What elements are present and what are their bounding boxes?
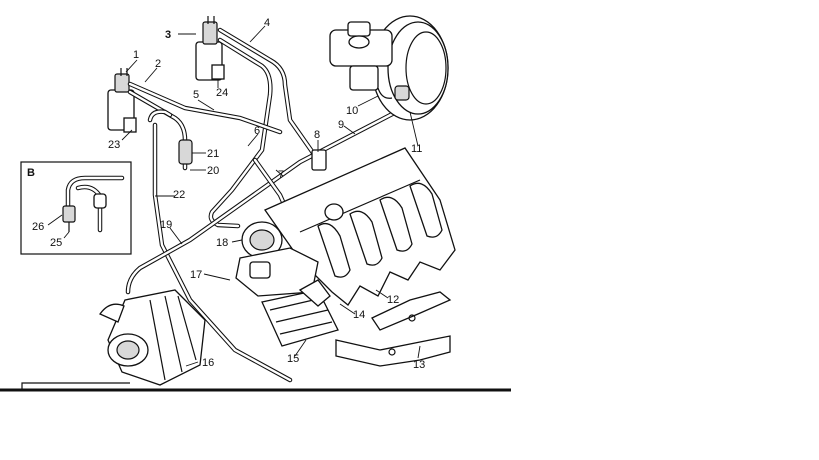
filter-21 <box>178 139 193 165</box>
exhaust-pipe <box>335 291 452 367</box>
callout-17: 17 <box>190 269 202 281</box>
callout-8: 8 <box>314 129 320 141</box>
vacuum-hoses <box>125 27 403 383</box>
connector-8 <box>311 149 327 171</box>
callout-3: 3 <box>165 29 171 41</box>
callout-25: 25 <box>50 237 62 249</box>
callout-10: 10 <box>346 105 358 117</box>
callout-24: 24 <box>216 87 228 99</box>
callout-14: 14 <box>353 309 365 321</box>
vacuum-pump <box>99 289 206 386</box>
partial-box <box>21 382 130 390</box>
brake-booster <box>329 15 449 121</box>
callout-26: 26 <box>32 221 44 233</box>
callout-5: 5 <box>193 89 199 101</box>
callout-18: 18 <box>216 237 228 249</box>
callout-21: 21 <box>207 148 219 160</box>
egr-cooler <box>261 279 339 347</box>
callout-7: 7 <box>278 169 284 181</box>
callout-13: 13 <box>413 359 425 371</box>
egr-valve <box>235 221 319 297</box>
callout-12: 12 <box>387 294 399 306</box>
callout-4: 4 <box>264 17 270 29</box>
callout-9: 9 <box>338 119 344 131</box>
callout-22: 22 <box>173 189 185 201</box>
callout-2: 2 <box>155 58 161 70</box>
callout-15: 15 <box>287 353 299 365</box>
callout-11: 11 <box>411 143 422 155</box>
callout-1: 1 <box>133 49 139 61</box>
vacuum-solenoid-23 <box>107 68 137 133</box>
inset-b-label: B <box>27 167 35 179</box>
vacuum-solenoid-24 <box>195 16 225 81</box>
callout-23: 23 <box>108 139 120 151</box>
callout-19: 19 <box>160 219 172 231</box>
callout-20: 20 <box>207 165 219 177</box>
callout-6: 6 <box>254 125 260 137</box>
callouts: 1 2 3 4 5 6 7 8 9 10 11 12 13 14 15 16 1… <box>32 17 425 371</box>
leader-lines <box>63 25 421 367</box>
inset-b-detail: B <box>20 161 132 255</box>
callout-16: 16 <box>202 357 214 369</box>
